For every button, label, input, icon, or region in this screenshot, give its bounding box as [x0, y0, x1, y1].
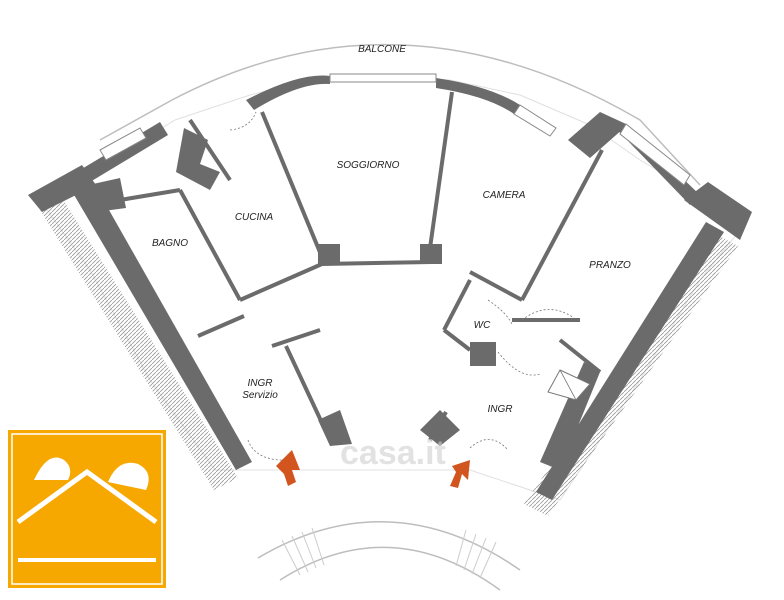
cucina-wall-block [176, 128, 220, 190]
room-label-ingr: INGR [488, 404, 513, 415]
soggiorno-window [329, 73, 437, 83]
left-top-wall [80, 122, 168, 182]
ingr-wall-block [420, 410, 460, 446]
bagno-wall-block [84, 178, 126, 212]
pranzo-window [619, 123, 691, 186]
left-hatch-strip [40, 198, 238, 490]
right-exterior-wall [536, 222, 724, 500]
wc-wall-block [470, 342, 496, 366]
room-label-balcone: BALCONE [358, 44, 406, 55]
landing-curve-outer [257, 521, 521, 571]
bagno-window [99, 127, 147, 161]
left-exterior-wall [70, 180, 252, 470]
right-corner-block [684, 182, 752, 240]
arrow-up-icon [450, 460, 470, 488]
room-label-ingr-servizio-line2: Servizio [242, 390, 278, 401]
room-label-wc: WC [474, 320, 491, 331]
house-roof-logo-icon [8, 430, 166, 588]
room-label-ingr-servizio-line1: INGR [248, 378, 273, 389]
soggiorno-pillar-right [420, 244, 442, 264]
camera-window [513, 104, 557, 137]
landing-steps [281, 527, 497, 579]
room-label-camera: CAMERA [483, 190, 526, 201]
camera-curved-wall [436, 78, 520, 114]
left-corner-block [28, 165, 96, 212]
room-label-soggiorno: SOGGIORNO [337, 160, 400, 171]
camera-pranzo-block [568, 112, 624, 158]
room-label-bagno: BAGNO [152, 238, 188, 249]
arrow-up-icon [276, 450, 300, 486]
soggiorno-pillar-left [318, 244, 340, 264]
watermark: casa.it [340, 434, 446, 472]
soggiorno-curved-wall [246, 75, 330, 110]
balcony-outline [171, 43, 701, 186]
ingr-servizio-wall-block [318, 410, 352, 446]
room-label-cucina: CUCINA [235, 212, 274, 223]
landing-curve-inner [279, 546, 501, 591]
room-label-pranzo: PRANZO [589, 260, 631, 271]
